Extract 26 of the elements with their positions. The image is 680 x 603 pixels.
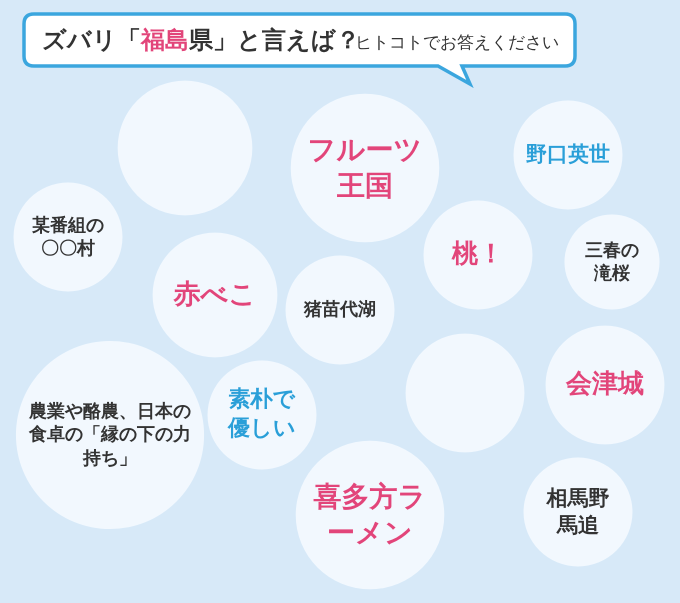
answer-text: 喜多方ラーメン	[312, 478, 428, 551]
answer-circle	[423, 200, 533, 310]
answer-circle	[290, 93, 440, 243]
empty-circle	[405, 333, 525, 453]
answer-text: 相馬野馬追	[545, 484, 610, 539]
answer-text: 野口英世	[525, 141, 611, 168]
answer-circle	[523, 457, 633, 567]
answer-circle	[15, 340, 205, 530]
answer-circle	[152, 232, 278, 358]
answer-circle	[545, 325, 665, 445]
answer-circle	[13, 182, 123, 292]
answer-text: 赤べこ	[172, 278, 258, 312]
empty-circle	[117, 80, 253, 216]
answer-text: 三春の滝桜	[584, 238, 640, 286]
answer-circle	[564, 214, 660, 310]
answer-text: 農業や酪農、日本の食卓の「縁の下の力持ち」	[28, 400, 192, 470]
answer-text: 会津城	[564, 368, 645, 402]
answer-text: 猪苗代湖	[302, 298, 377, 322]
answer-text: 某番組の〇〇村	[31, 214, 105, 260]
answer-circle	[207, 360, 317, 470]
answer-circle	[295, 440, 445, 590]
answer-text: 素朴で優しい	[226, 386, 297, 443]
answer-circle	[285, 255, 395, 365]
answer-text: フルーツ王国	[306, 132, 424, 204]
answer-circle	[513, 100, 623, 210]
answer-text: 桃！	[450, 238, 505, 272]
